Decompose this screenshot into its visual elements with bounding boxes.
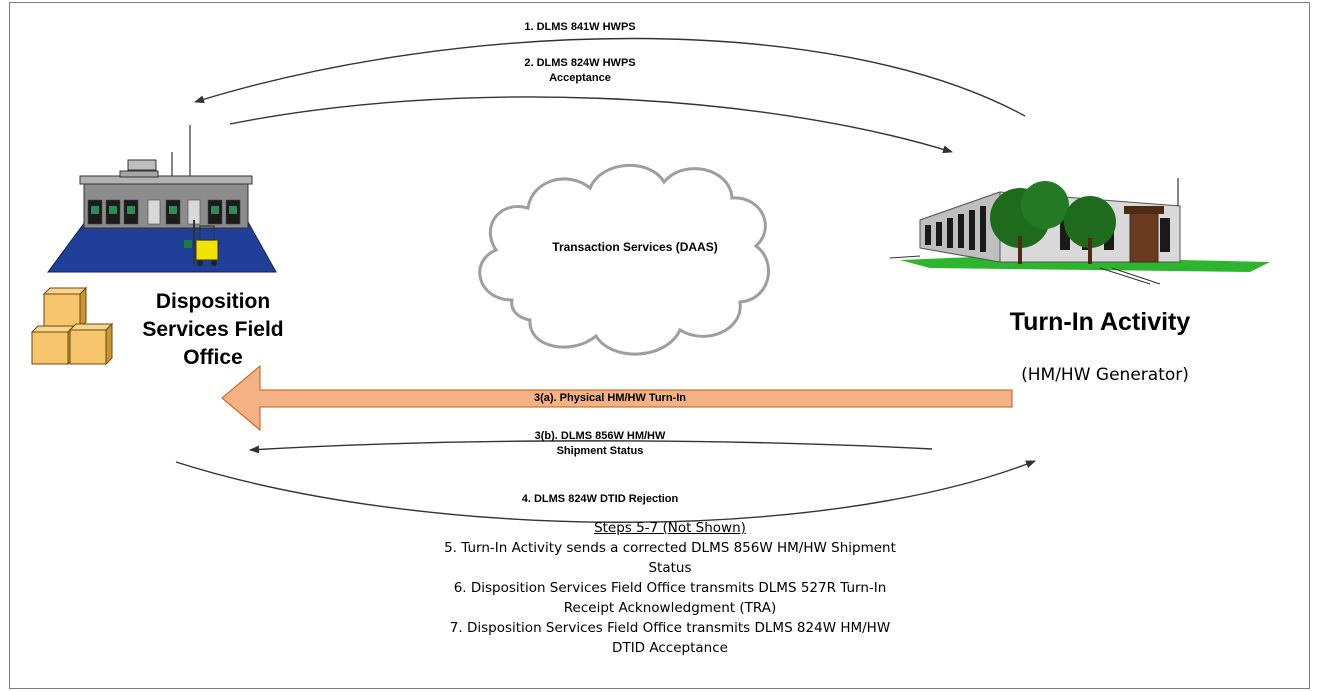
flow-4-arrow (175, 460, 1036, 523)
physical-turn-in-arrow (221, 364, 1013, 432)
disposition-office-label: Disposition Services Field Office (142, 290, 284, 369)
flow-1-label: 1. DLMS 841W HWPS (524, 21, 636, 33)
step-6: 6. Disposition Services Field Office tra… (453, 580, 887, 616)
step-7: 7. Disposition Services Field Office tra… (449, 620, 891, 656)
cloud-label: Transaction Services (DAAS) (552, 240, 718, 254)
steps-not-shown: Steps 5-7 (Not Shown) 5. Turn-In Activit… (300, 518, 1040, 658)
hm-hw-generator-label: (HM/HW Generator) (1021, 365, 1189, 385)
flow-2-label: 2. DLMS 824W HWPS Acceptance (524, 57, 636, 84)
flow-2-arrow (229, 96, 953, 154)
steps-header: Steps 5-7 (Not Shown) (594, 520, 746, 536)
daas-cloud (478, 163, 771, 356)
diagram-frame (9, 2, 1310, 689)
warehouse-icon (47, 125, 277, 273)
flow-3b-arrow (249, 440, 933, 454)
turn-in-activity-label: Turn-In Activity (1009, 308, 1191, 336)
flow-1-arrow (194, 37, 1026, 117)
office-building-icon (889, 178, 1270, 285)
step-5: 5. Turn-In Activity sends a corrected DL… (444, 540, 896, 576)
flow-3b-label: 3(b). DLMS 856W HM/HW Shipment Status (534, 430, 666, 457)
flow-4-label: 4. DLMS 824W DTID Rejection (521, 493, 679, 505)
boxes-icon (30, 286, 114, 366)
flow-3a-label: 3(a). Physical HM/HW Turn-In (534, 392, 686, 404)
